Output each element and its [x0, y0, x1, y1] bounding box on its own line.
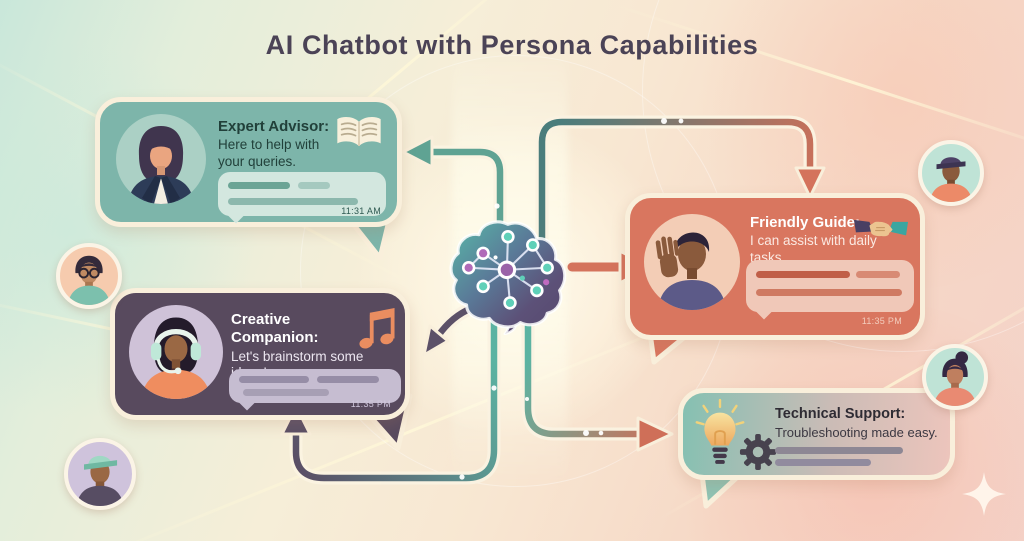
persona-name: Technical Support:: [775, 406, 906, 422]
message-timestamp: 11:35 PM: [861, 316, 902, 326]
persona-name: Friendly Guide:: [750, 214, 861, 231]
chat-message-placeholder: [746, 260, 914, 320]
arrow-to-expert: [401, 135, 434, 169]
friendly-guide-avatar: [644, 214, 740, 310]
mini-avatar-man-with-cap: [918, 140, 984, 206]
persona-bubble-technical-support: Technical Support: Troubleshooting made …: [678, 388, 955, 480]
persona-description: Here to help with your queries.: [218, 137, 320, 169]
man-waving-icon: [655, 232, 726, 310]
persona-bubble-creative-companion: Creative Companion: Let's brainstorm som…: [110, 288, 410, 420]
music-note-icon: [359, 308, 395, 349]
mini-avatar-woman-with-bun: [922, 344, 988, 410]
arrow-to-creative-bottom: [280, 404, 312, 436]
message-timestamp: 11:35 PM: [350, 399, 391, 409]
gear-icon: [739, 433, 777, 471]
persona-bubble-expert-advisor: Expert Advisor: Here to help with your q…: [95, 97, 402, 227]
lightbulb-icon: [695, 398, 745, 464]
chat-message-placeholder: [218, 172, 386, 224]
expert-advisor-avatar: [116, 114, 206, 204]
persona-description: Troubleshooting made easy.: [775, 424, 938, 440]
creative-companion-avatar: [129, 305, 223, 399]
mini-avatar-man-with-teal-cap: [64, 438, 136, 510]
handshake-icon: [854, 219, 908, 237]
sparkle-icon: [962, 472, 1006, 516]
mini-avatar-man-with-glasses: [56, 243, 122, 309]
open-book-icon: [337, 117, 381, 146]
placeholder-bar: [775, 447, 903, 454]
message-timestamp: 11:31 AM: [341, 206, 381, 216]
brain-network-icon: [449, 220, 567, 335]
woman-with-headset-icon: [141, 317, 211, 399]
arrow-to-creative-side: [422, 324, 450, 357]
persona-bubble-friendly-guide: Friendly Guide: I can assist with daily …: [625, 193, 925, 340]
arrow-to-friendly-top: [794, 166, 826, 199]
woman-in-suit-icon: [128, 126, 194, 204]
arrow-to-technical: [636, 416, 674, 452]
persona-name: Expert Advisor:: [218, 118, 330, 135]
persona-name: Creative Companion:: [231, 311, 319, 347]
placeholder-bar: [775, 459, 871, 466]
page-title: AI Chatbot with Persona Capabilities: [265, 30, 759, 60]
network-nodes: [461, 230, 554, 310]
chat-message-placeholder: [229, 369, 401, 411]
